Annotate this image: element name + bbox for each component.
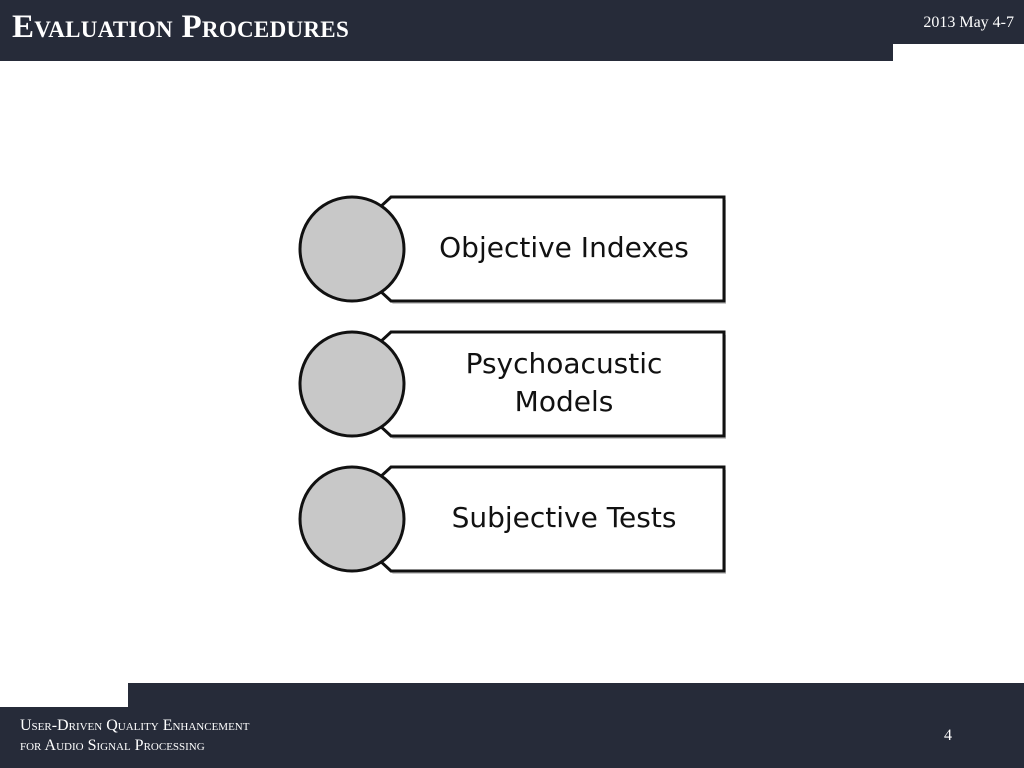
footer-line-1: User-Driven Quality Enhancement	[20, 717, 250, 734]
footer-title: User-Driven Quality Enhancement for Audi…	[20, 716, 249, 756]
item-shape	[298, 330, 726, 439]
diagram-item-subjective-tests: Subjective Tests	[296, 464, 728, 574]
item-label: Objective Indexes	[439, 231, 689, 264]
footer-notch	[0, 683, 128, 707]
item-label: Subjective Tests	[451, 501, 677, 534]
header-bar	[0, 0, 1024, 61]
header-notch	[893, 44, 1024, 61]
circle-marker	[298, 330, 406, 438]
page-number: 4	[944, 727, 952, 744]
footer-bar	[0, 683, 1024, 768]
item-shape	[298, 195, 726, 304]
circle-marker	[298, 195, 406, 303]
header-date: 2013 May 4-7	[923, 14, 1014, 31]
footer-line-2: for Audio Signal Processing	[20, 737, 205, 754]
diagram-item-psychoacustic-models: Psychoacustic Models	[296, 329, 728, 439]
item-label: Psychoacustic Models	[465, 347, 663, 418]
diagram-item-objective-indexes: Objective Indexes	[296, 194, 728, 304]
slide-title: Evaluation Procedures	[12, 9, 350, 45]
item-shape	[298, 465, 726, 574]
circle-marker	[298, 465, 406, 573]
